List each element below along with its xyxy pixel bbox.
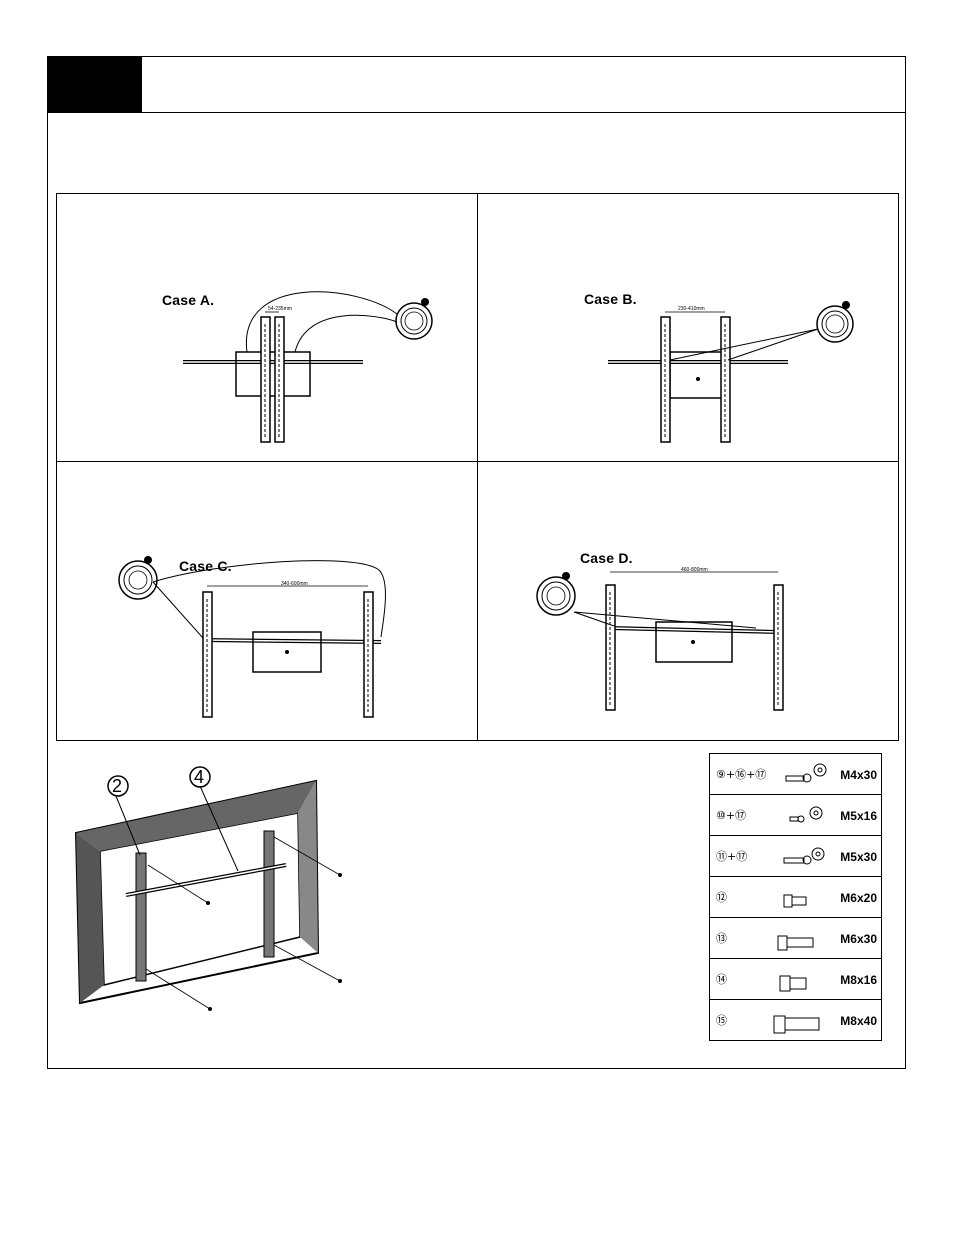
step-number-box	[48, 57, 141, 112]
case-c-label: Case C.	[179, 558, 232, 574]
hardware-row: ⑭ M8x16	[710, 959, 881, 1000]
screw-icon	[777, 935, 814, 951]
case-a-label: Case A.	[162, 292, 215, 308]
hardware-row: ⑨+⑯+⑰ M4x30	[710, 754, 881, 795]
screw-washer-icon	[785, 763, 827, 783]
case-d-diagram	[536, 571, 784, 711]
mount-assembly-diagram	[74, 766, 342, 1011]
assembly-illustration-area: 2 4 ⑨+⑯+⑰ M4x30 ⑩+⑰	[48, 741, 905, 1069]
hardware-size: M8x16	[840, 973, 877, 987]
hardware-parts: ⑨+⑯+⑰	[716, 768, 767, 781]
instruction-frame: Case A. 54-235mm Case B	[47, 56, 906, 1069]
hardware-size: M5x30	[840, 850, 877, 864]
case-b-label: Case B.	[584, 291, 637, 307]
hardware-parts: ⑫	[716, 891, 727, 904]
screw-icon	[783, 894, 807, 908]
header-divider	[141, 57, 142, 112]
case-a-diagram	[183, 291, 433, 443]
case-c-diagram	[118, 556, 386, 718]
callout-2: 2	[112, 776, 123, 796]
screw-icon	[779, 975, 807, 992]
hardware-size: M8x40	[840, 1014, 877, 1028]
hardware-parts: ⑩+⑰	[716, 809, 747, 822]
hardware-parts: ⑬	[716, 932, 727, 945]
step-header	[48, 57, 905, 113]
hardware-row: ⑩+⑰ M5x16	[710, 795, 881, 836]
case-a-dimension: 54-235mm	[268, 306, 292, 312]
callout-4: 4	[194, 767, 205, 787]
hardware-size: M5x16	[840, 809, 877, 823]
case-a-panel: Case A. 54-235mm	[57, 194, 477, 461]
hardware-row: ⑪+⑰ M5x30	[710, 836, 881, 877]
grid-divider-vertical	[477, 194, 478, 740]
hardware-table: ⑨+⑯+⑰ M4x30 ⑩+⑰ M5x16	[709, 753, 882, 1041]
hardware-size: M6x20	[840, 891, 877, 905]
case-c-dimension: 340-600mm	[281, 581, 308, 587]
case-d-dimension: 460-800mm	[681, 567, 708, 573]
case-b-panel: Case B. 230-410mm	[478, 194, 898, 461]
hardware-parts: ⑪+⑰	[716, 850, 748, 863]
case-d-panel: Case D. 460-800mm	[478, 462, 898, 729]
hardware-size: M6x30	[840, 932, 877, 946]
hardware-parts: ⑭	[716, 973, 727, 986]
hardware-size: M4x30	[840, 768, 877, 782]
hardware-parts: ⑮	[716, 1014, 727, 1027]
case-c-panel: Case C. 340-600mm	[57, 462, 477, 729]
screw-washer-icon	[789, 806, 823, 823]
hardware-row: ⑮ M8x40	[710, 1000, 881, 1041]
case-grid: Case A. 54-235mm Case B	[56, 193, 899, 741]
case-b-dimension: 230-410mm	[678, 306, 705, 312]
screw-washer-icon	[783, 847, 825, 865]
case-d-label: Case D.	[580, 550, 633, 566]
hardware-row: ⑫ M6x20	[710, 877, 881, 918]
screw-icon	[773, 1015, 820, 1034]
case-b-diagram	[608, 301, 854, 443]
hardware-row: ⑬ M6x30	[710, 918, 881, 959]
grid-divider-horizontal	[57, 461, 898, 462]
